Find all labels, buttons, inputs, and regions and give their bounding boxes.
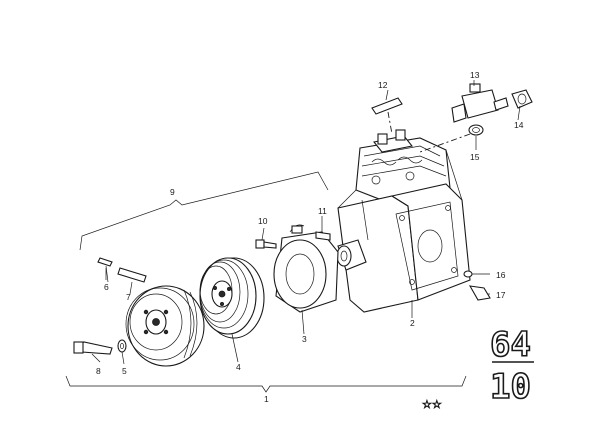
rating-stars: ☆☆ [422, 398, 442, 411]
callout-3: 3 [302, 334, 307, 344]
pressure-switch-icon [451, 83, 509, 123]
leader-lines [91, 80, 521, 365]
callout-5: 5 [122, 366, 127, 376]
callout-7: 7 [126, 292, 131, 302]
group-code: 64 10 [489, 324, 534, 408]
callout-6: 6 [104, 282, 109, 292]
callout-16: 16 [496, 270, 506, 280]
callout-14: 14 [514, 120, 524, 130]
group-code-top: 64 [490, 325, 531, 365]
group-code-bottom: 10 [490, 367, 531, 407]
callout-17: 17 [496, 290, 506, 300]
callouts: 1 2 3 4 5 6 7 8 9 10 11 12 13 14 15 16 1… [96, 70, 524, 404]
sensor-icon [371, 89, 403, 135]
drain-plug-icon [468, 285, 491, 301]
o-ring-icon [419, 124, 484, 153]
screw-icon [255, 227, 277, 249]
pulley-icon [199, 257, 265, 339]
callout-13: 13 [470, 70, 480, 80]
nut-icon [511, 89, 533, 109]
ac-compressor-icon [336, 129, 471, 313]
callout-4: 4 [236, 362, 241, 372]
bolt-icon [73, 341, 113, 355]
callout-1: 1 [264, 394, 269, 404]
callout-9: 9 [170, 187, 175, 197]
woodruff-key-icon [97, 257, 113, 283]
callout-10: 10 [258, 216, 268, 226]
bracket-group-9 [79, 171, 329, 251]
callout-2: 2 [410, 318, 415, 328]
callout-12: 12 [378, 80, 388, 90]
clutch-hub-icon [125, 285, 205, 367]
seal-washer-icon [463, 270, 473, 278]
washer-icon [117, 339, 127, 353]
shim-icon [117, 267, 147, 295]
bracket-group-1 [65, 375, 467, 393]
callout-8: 8 [96, 366, 101, 376]
callout-15: 15 [470, 152, 480, 162]
callout-11: 11 [318, 206, 327, 216]
clip-icon [315, 216, 331, 241]
